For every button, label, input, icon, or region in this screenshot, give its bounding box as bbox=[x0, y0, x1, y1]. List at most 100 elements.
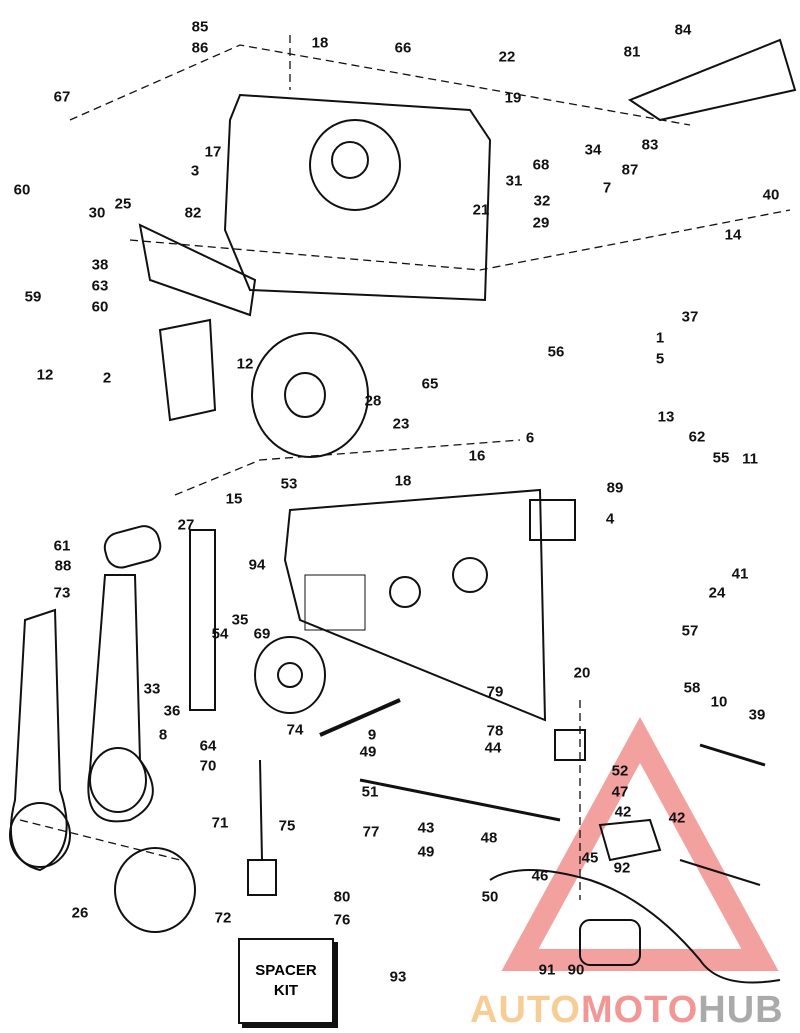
callout-92: 92 bbox=[613, 859, 631, 877]
callout-74: 74 bbox=[286, 721, 304, 739]
callout-77: 77 bbox=[362, 823, 380, 841]
callout-31: 31 bbox=[505, 172, 523, 190]
callout-44: 44 bbox=[484, 739, 502, 757]
callout-26: 26 bbox=[71, 904, 89, 922]
callout-4: 4 bbox=[605, 510, 615, 528]
callout-2: 2 bbox=[102, 369, 112, 387]
upper-housing bbox=[223, 93, 492, 302]
callout-85: 85 bbox=[191, 18, 209, 36]
watermark-part1: AUTO bbox=[470, 989, 581, 1031]
callout-27: 27 bbox=[177, 516, 195, 534]
callout-42: 42 bbox=[668, 809, 686, 827]
callout-93: 93 bbox=[389, 968, 407, 986]
callout-7: 7 bbox=[602, 179, 612, 197]
callout-78: 78 bbox=[486, 722, 504, 740]
callout-87: 87 bbox=[621, 161, 639, 179]
callout-17: 17 bbox=[204, 143, 222, 161]
callout-34: 34 bbox=[584, 141, 602, 159]
callout-25: 25 bbox=[114, 195, 132, 213]
callout-18: 18 bbox=[394, 472, 412, 490]
callout-65: 65 bbox=[421, 375, 439, 393]
callout-64: 64 bbox=[199, 737, 217, 755]
callout-60: 60 bbox=[13, 181, 31, 199]
callout-42: 42 bbox=[614, 803, 632, 821]
callout-59: 59 bbox=[24, 288, 42, 306]
callout-18: 18 bbox=[311, 34, 329, 52]
callout-50: 50 bbox=[481, 888, 499, 906]
callout-94: 94 bbox=[248, 556, 266, 574]
callout-16: 16 bbox=[468, 447, 486, 465]
callout-66: 66 bbox=[394, 39, 412, 57]
callout-48: 48 bbox=[480, 829, 498, 847]
callout-58: 58 bbox=[683, 679, 701, 697]
callout-39: 39 bbox=[748, 706, 766, 724]
watermark-part2: MOTO bbox=[580, 989, 699, 1031]
callout-73: 73 bbox=[53, 584, 71, 602]
guide-lines bbox=[19, 35, 791, 900]
callout-29: 29 bbox=[532, 214, 550, 232]
callout-62: 62 bbox=[688, 428, 706, 446]
callout-52: 52 bbox=[611, 762, 629, 780]
callout-15: 15 bbox=[225, 490, 243, 508]
spacer-kit-line2: KIT bbox=[273, 982, 299, 999]
callout-21: 21 bbox=[472, 201, 490, 219]
callout-37: 37 bbox=[681, 308, 699, 326]
callout-49: 49 bbox=[417, 843, 435, 861]
callout-32: 32 bbox=[533, 192, 551, 210]
watermark: AUTOMOTOHUB bbox=[470, 990, 784, 1030]
callout-14: 14 bbox=[724, 226, 742, 244]
callout-8: 8 bbox=[158, 726, 168, 744]
callout-53: 53 bbox=[280, 475, 298, 493]
callout-51: 51 bbox=[361, 783, 379, 801]
callout-12: 12 bbox=[236, 355, 254, 373]
callout-38: 38 bbox=[91, 256, 109, 274]
callout-68: 68 bbox=[532, 156, 550, 174]
callout-84: 84 bbox=[674, 21, 692, 39]
callout-46: 46 bbox=[531, 867, 549, 885]
callout-24: 24 bbox=[708, 584, 726, 602]
callout-47: 47 bbox=[611, 783, 629, 801]
callout-11: 11 bbox=[742, 450, 758, 468]
callout-75: 75 bbox=[278, 817, 296, 835]
callout-13: 13 bbox=[657, 408, 675, 426]
callout-6: 6 bbox=[525, 429, 535, 447]
callout-70: 70 bbox=[199, 757, 217, 775]
callout-71: 71 bbox=[211, 814, 229, 832]
callout-57: 57 bbox=[681, 622, 699, 640]
handle-88 bbox=[87, 574, 154, 823]
callout-61: 61 bbox=[53, 537, 71, 555]
callout-91: 91 bbox=[538, 961, 556, 979]
callout-10: 10 bbox=[710, 693, 728, 711]
callout-40: 40 bbox=[762, 186, 780, 204]
callout-83: 83 bbox=[641, 136, 659, 154]
callout-54: 54 bbox=[211, 625, 229, 643]
callout-5: 5 bbox=[655, 350, 665, 368]
callout-9: 9 bbox=[367, 726, 377, 744]
callout-79: 79 bbox=[486, 683, 504, 701]
callout-72: 72 bbox=[214, 909, 232, 927]
callout-76: 76 bbox=[333, 911, 351, 929]
callout-23: 23 bbox=[392, 415, 410, 433]
callout-89: 89 bbox=[606, 479, 624, 497]
callout-60: 60 bbox=[91, 298, 109, 316]
callout-45: 45 bbox=[581, 849, 599, 867]
handle-73 bbox=[9, 608, 68, 872]
callout-3: 3 bbox=[190, 162, 200, 180]
callout-19: 19 bbox=[504, 89, 522, 107]
watermark-part3: HUB bbox=[698, 989, 784, 1031]
callout-82: 82 bbox=[184, 204, 202, 222]
callout-22: 22 bbox=[498, 48, 516, 66]
spacer-kit-line1: SPACER bbox=[255, 962, 317, 979]
callout-63: 63 bbox=[91, 277, 109, 295]
callout-12: 12 bbox=[36, 366, 54, 384]
callout-49: 49 bbox=[359, 743, 377, 761]
callout-43: 43 bbox=[417, 819, 435, 837]
callout-88: 88 bbox=[54, 557, 72, 575]
callout-41: 41 bbox=[731, 565, 749, 583]
callout-69: 69 bbox=[253, 625, 271, 643]
callout-81: 81 bbox=[623, 43, 641, 61]
callout-90: 90 bbox=[567, 961, 585, 979]
callout-35: 35 bbox=[231, 611, 249, 629]
